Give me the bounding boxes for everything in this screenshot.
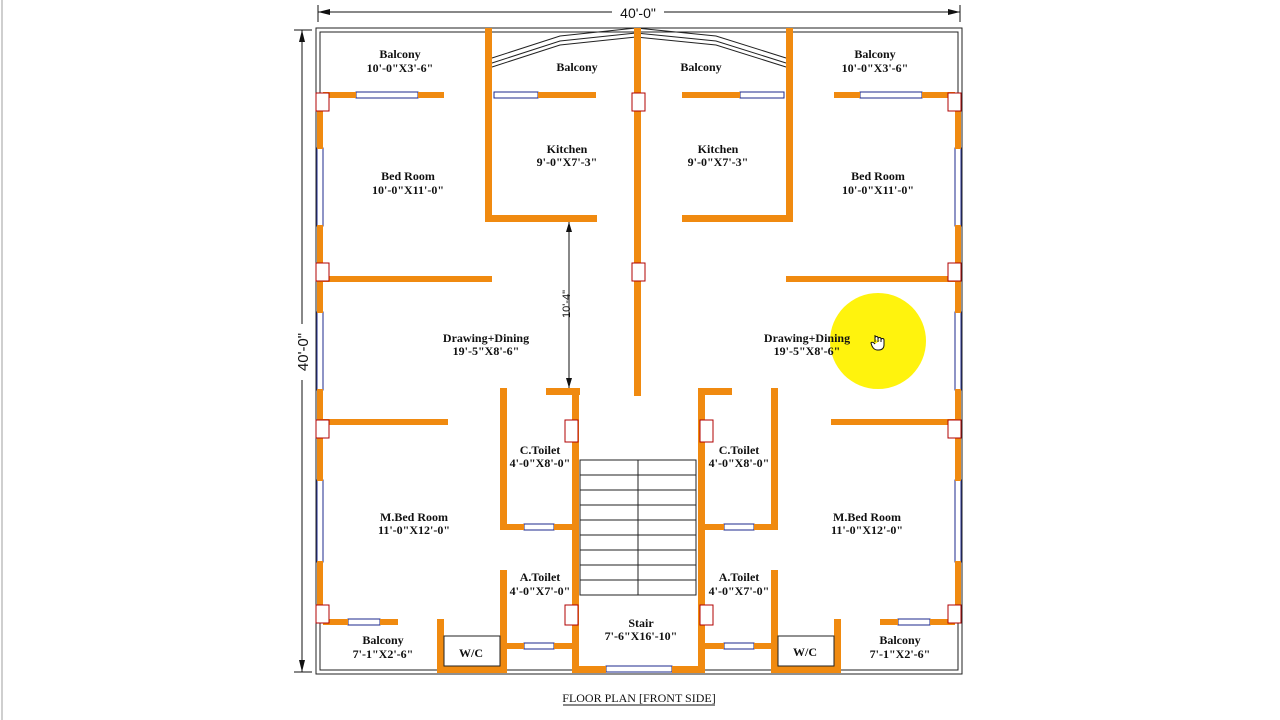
- corridor-dimension-label: 10'-4": [561, 290, 573, 318]
- mbed-l-size: 11'-0"X12'-0": [378, 523, 450, 537]
- drawing-r-size: 19'-5"X8'-6": [774, 344, 841, 358]
- drawing-l-size: 19'-5"X8'-6": [453, 344, 520, 358]
- columns: [315, 92, 962, 626]
- drawing-l-name: Drawing+Dining: [443, 331, 529, 345]
- bed-r-size: 10'-0"X11'-0": [842, 183, 914, 197]
- bed-l-name: Bed Room: [381, 169, 435, 183]
- ctoilet-r-name: C.Toilet: [719, 443, 760, 457]
- hand-pointer-icon: [870, 335, 885, 351]
- kitchen-l-name: Kitchen: [547, 142, 588, 156]
- stair-size: 7'-6"X16'-10": [605, 629, 678, 643]
- caption-text: FLOOR PLAN [FRONT SIDE]: [562, 691, 715, 705]
- balcony-bl-name: Balcony: [362, 633, 403, 647]
- bed-l-size: 10'-0"X11'-0": [372, 183, 444, 197]
- atoilet-l-size: 4'-0"X7'-0": [510, 584, 571, 598]
- atoilet-r-size: 4'-0"X7'-0": [709, 584, 770, 598]
- wc-boxes: [443, 635, 835, 667]
- balcony-top-r-name: Balcony: [680, 60, 721, 74]
- wc-l-name: W/C: [459, 646, 483, 660]
- atoilet-r-name: A.Toilet: [719, 570, 760, 584]
- balcony-br-size: 7'-1"X2'-6": [870, 647, 931, 661]
- drawing-r-name: Drawing+Dining: [764, 331, 850, 345]
- mbed-r-size: 11'-0"X12'-0": [831, 523, 903, 537]
- kitchen-l-size: 9'-0"X7'-3": [537, 155, 598, 169]
- top-dimension: 40'-0": [317, 4, 961, 22]
- stair-treads: [579, 459, 697, 596]
- bed-r-name: Bed Room: [851, 169, 905, 183]
- ctoilet-l-size: 4'-0"X8'-0": [510, 456, 571, 470]
- mbed-r-name: M.Bed Room: [833, 510, 901, 524]
- left-dimension-label: 40'-0": [295, 333, 312, 371]
- balcony-tr-name: Balcony: [854, 47, 895, 61]
- atoilet-l-name: A.Toilet: [520, 570, 561, 584]
- balcony-tl-name: Balcony: [379, 47, 420, 61]
- wc-r-name: W/C: [793, 645, 817, 659]
- room-labels: Balcony 10'-0"X3'-6" Balcony Balcony Bal…: [353, 47, 931, 661]
- ctoilet-r-size: 4'-0"X8'-0": [709, 456, 770, 470]
- kitchen-r-size: 9'-0"X7'-3": [688, 155, 749, 169]
- balcony-tr-size: 10'-0"X3'-6": [842, 61, 909, 75]
- plan-caption: FLOOR PLAN [FRONT SIDE]: [562, 691, 716, 706]
- stair-name: Stair: [628, 616, 654, 630]
- balcony-top-l-name: Balcony: [556, 60, 597, 74]
- top-dimension-label: 40'-0": [620, 5, 656, 21]
- ctoilet-l-name: C.Toilet: [520, 443, 561, 457]
- left-dimension: 40'-0": [292, 29, 312, 673]
- mbed-l-name: M.Bed Room: [380, 510, 448, 524]
- balcony-br-name: Balcony: [879, 633, 920, 647]
- corridor-dimension: 10'-4": [561, 222, 573, 388]
- kitchen-r-name: Kitchen: [698, 142, 739, 156]
- balcony-bl-size: 7'-1"X2'-6": [353, 647, 414, 661]
- balcony-tl-size: 10'-0"X3'-6": [367, 61, 434, 75]
